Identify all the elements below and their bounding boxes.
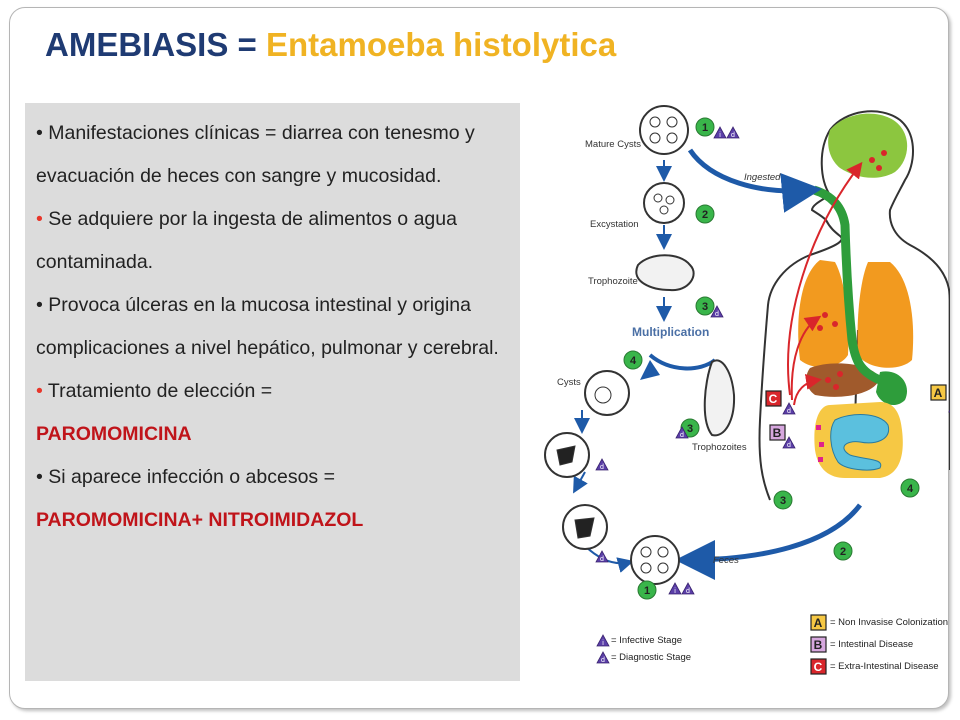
svg-text:d: d <box>715 311 719 318</box>
bullet-item: • Tratamiento de elección = PAROMOMICINA <box>36 370 511 456</box>
svg-text:d: d <box>787 408 791 415</box>
title-disease: AMEBIASIS = <box>45 26 266 63</box>
liver-lesions <box>825 371 843 390</box>
intestinal-lesions <box>816 425 824 462</box>
right-lung <box>857 262 914 368</box>
mature-cyst-drawing <box>639 105 689 155</box>
bullet-item: • Si aparece infección o abcesos = PAROMO… <box>36 456 511 542</box>
legend-intestinal-disease: = Intestinal Disease <box>830 639 914 650</box>
svg-text:1: 1 <box>702 122 708 134</box>
svg-text:B: B <box>814 638 823 652</box>
stage-triangles <box>595 126 950 664</box>
svg-text:d: d <box>731 132 735 139</box>
trophozoite-drawing <box>635 254 695 292</box>
svg-text:d: d <box>680 432 684 439</box>
label-trophozoites: Trophozoites <box>692 442 747 453</box>
step-numbers: 1 2 3 4 3 3 4 2 1 <box>630 122 914 597</box>
svg-text:d: d <box>601 657 605 664</box>
svg-text:d: d <box>600 556 604 563</box>
label-mature-cysts: Mature Cysts <box>585 139 641 150</box>
drug-name: PAROMOMICINA <box>36 423 192 445</box>
svg-text:A: A <box>814 616 823 630</box>
disease-letters: A B C A B C <box>769 386 943 674</box>
label-ingested: Ingested <box>744 172 781 183</box>
bullet-item: • Manifestaciones clínicas = diarrea con… <box>36 112 511 198</box>
svg-text:1: 1 <box>644 585 650 597</box>
bullet-list: • Manifestaciones clínicas = diarrea con… <box>36 112 511 542</box>
bullet-text: Provoca úlceras en la mucosa intestinal … <box>36 294 499 359</box>
text-panel <box>25 103 520 681</box>
digestive-tube <box>812 185 882 385</box>
bullet-text: Si aparece infección o abcesos = <box>48 466 335 488</box>
cyst-drawing-1 <box>584 370 630 416</box>
disease-letter-boxes <box>765 384 947 675</box>
multiplication-arrow <box>648 353 717 371</box>
step-circles <box>623 117 920 600</box>
svg-text:i: i <box>674 588 676 595</box>
svg-text:d: d <box>686 588 690 595</box>
svg-text:3: 3 <box>702 301 708 313</box>
bullet-mark: • <box>36 466 43 488</box>
bullet-item: • Provoca úlceras en la mucosa intestina… <box>36 284 511 370</box>
svg-text:A: A <box>934 386 943 400</box>
feces-arrow <box>675 503 862 580</box>
slide-title: AMEBIASIS = Entamoeba histolytica <box>45 26 616 64</box>
svg-text:d: d <box>787 442 791 449</box>
small-intestine <box>830 414 890 471</box>
label-excystation: Excystation <box>590 219 639 230</box>
excystation-drawing <box>643 182 685 224</box>
passed-cyst-drawing <box>630 535 680 585</box>
label-cysts: Cysts <box>557 377 581 388</box>
svg-text:2: 2 <box>840 546 846 558</box>
bullet-mark: • <box>36 294 43 316</box>
stage-triangle-marks: i d d d d d i d d d d i d <box>600 132 791 664</box>
trophozoites-drawing <box>703 359 736 437</box>
drug-name: PAROMOMICINA+ NITROIMIDAZOL <box>36 509 364 531</box>
bullet-text: Manifestaciones clínicas = diarrea con t… <box>36 122 475 187</box>
bullet-mark: • <box>36 208 43 230</box>
legend-infective-stage: = Infective Stage <box>611 635 683 646</box>
title-organism: Entamoeba histolytica <box>265 26 617 63</box>
extra-intestinal-spread-arrows <box>787 161 863 406</box>
bullet-text: Se adquiere por la ingesta de alimentos … <box>36 208 457 273</box>
legend-extra-intestinal: = Extra-Intestinal Disease <box>830 661 939 672</box>
bullet-item: • Se adquiere por la ingesta de alimento… <box>36 198 511 284</box>
svg-text:3: 3 <box>780 495 786 507</box>
svg-text:i: i <box>719 132 721 139</box>
multiplication-arrowhead-left <box>640 360 660 380</box>
brain-lesions <box>869 150 887 171</box>
cyst-drawing-2 <box>544 432 590 478</box>
brain-shape <box>828 113 908 178</box>
svg-text:C: C <box>814 660 823 674</box>
svg-text:d: d <box>600 464 604 471</box>
svg-text:i: i <box>602 640 604 647</box>
label-trophozoite: Trophozoite <box>588 276 638 287</box>
bullet-mark: • <box>36 380 43 402</box>
svg-text:B: B <box>773 426 782 440</box>
label-feces: Feces <box>713 555 739 566</box>
life-cycle-diagram: 1 2 3 4 3 3 4 2 1 i d d d d d i d d d d … <box>544 105 950 675</box>
label-multiplication: Multiplication <box>632 325 710 339</box>
svg-text:4: 4 <box>907 483 914 495</box>
legend-diagnostic-stage: = Diagnostic Stage <box>611 652 692 663</box>
cyst-drawing-3 <box>562 504 608 550</box>
bullet-mark: • <box>36 122 43 144</box>
svg-text:3: 3 <box>687 423 693 435</box>
legend-non-invasive: = Non Invasise Colonization <box>830 617 949 628</box>
svg-text:4: 4 <box>630 355 637 367</box>
ingested-arrow <box>687 148 822 213</box>
svg-text:C: C <box>769 392 778 406</box>
stomach-shape <box>876 371 908 406</box>
bullet-text: Tratamiento de elección = <box>47 380 273 402</box>
svg-text:2: 2 <box>702 209 708 221</box>
